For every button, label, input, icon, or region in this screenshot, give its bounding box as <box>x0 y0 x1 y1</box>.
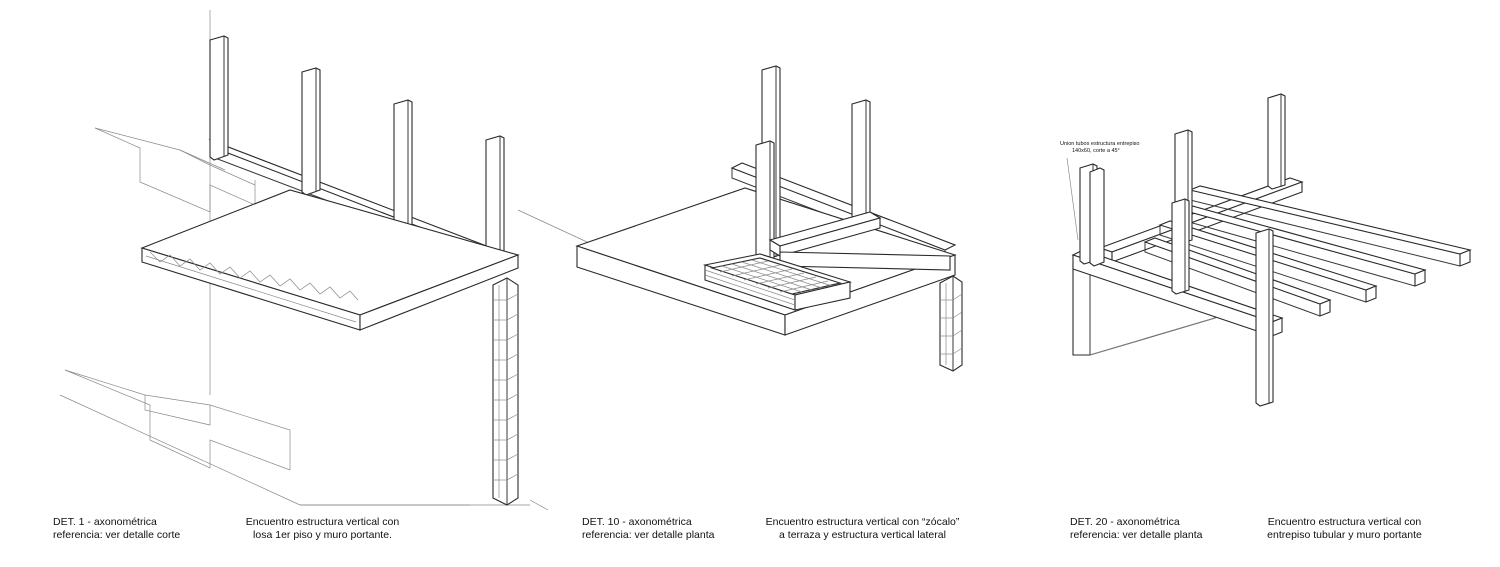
det10-zocalo-terrace <box>702 253 853 311</box>
det1-description-line1: Encuentro estructura vertical con <box>245 516 400 528</box>
det1-slab <box>140 189 520 331</box>
det10-reference: referencia: ver detalle planta <box>582 529 715 541</box>
det20-annotation-line2: 140x60, corte a 45° <box>1072 148 1120 154</box>
det20-title: DET. 20 - axonométrica <box>1070 516 1180 528</box>
det1-reference: referencia: ver detalle corte <box>53 529 181 541</box>
det20-description-line2: entrepiso tubular y muro portante <box>1267 529 1422 541</box>
det10-title: DET. 10 - axonométrica <box>582 516 692 528</box>
det20-annotation-line1: Union tubos estructura entrepiso <box>1060 141 1140 147</box>
det20-drawing <box>1066 93 1472 407</box>
det20-description-line1: Encuentro estructura vertical con <box>1267 516 1422 528</box>
det1-block-wall <box>492 277 519 506</box>
det10-lateral-beams <box>768 211 951 271</box>
det10-description-line1: Encuentro estructura vertical con “zócal… <box>765 516 960 528</box>
det1-drawing <box>59 10 601 511</box>
det10-description-line2: a terraza y estructura vertical lateral <box>779 529 946 541</box>
det1-description-line2: losa 1er piso y muro portante. <box>253 529 392 541</box>
det20-posts <box>1079 93 1286 407</box>
det20-annotation-leader <box>1066 157 1079 241</box>
det1-title: DET. 1 - axonométrica <box>53 516 157 528</box>
det10-lateral-wall <box>939 275 963 372</box>
det10-drawing <box>575 65 963 372</box>
det20-reference: referencia: ver detalle planta <box>1070 529 1203 541</box>
